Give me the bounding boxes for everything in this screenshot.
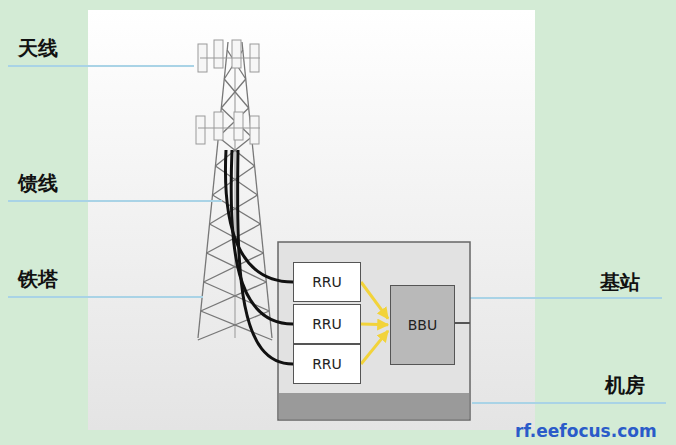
rru-box: RRU (293, 304, 361, 344)
backdrop-panel (88, 10, 535, 430)
base-station-label: 基站 (600, 272, 640, 292)
tower-lattice (198, 42, 272, 340)
signal-arrow (361, 331, 388, 364)
signal-arrow (361, 282, 388, 319)
rru-box: RRU (293, 344, 361, 384)
antenna-label: 天线 (18, 38, 58, 58)
leader-lines (8, 66, 666, 403)
equipment-room-label: 机房 (605, 375, 645, 395)
bbu-port (455, 322, 470, 324)
watermark: rf.eefocus.com (515, 423, 657, 440)
feeder-cables (225, 150, 293, 364)
signal-arrow (361, 323, 388, 327)
tower-label: 铁塔 (18, 269, 58, 289)
node-text: RRU (312, 356, 342, 372)
feeder-label: 馈线 (18, 173, 58, 193)
base-station-housing (278, 242, 470, 420)
node-text: BBU (408, 317, 437, 333)
node-text: RRU (312, 274, 342, 290)
bbu-box: BBU (390, 285, 455, 365)
equipment-room-floor (279, 393, 469, 419)
node-text: RRU (312, 316, 342, 332)
antenna-panels (196, 40, 260, 144)
rru-box: RRU (293, 262, 361, 302)
